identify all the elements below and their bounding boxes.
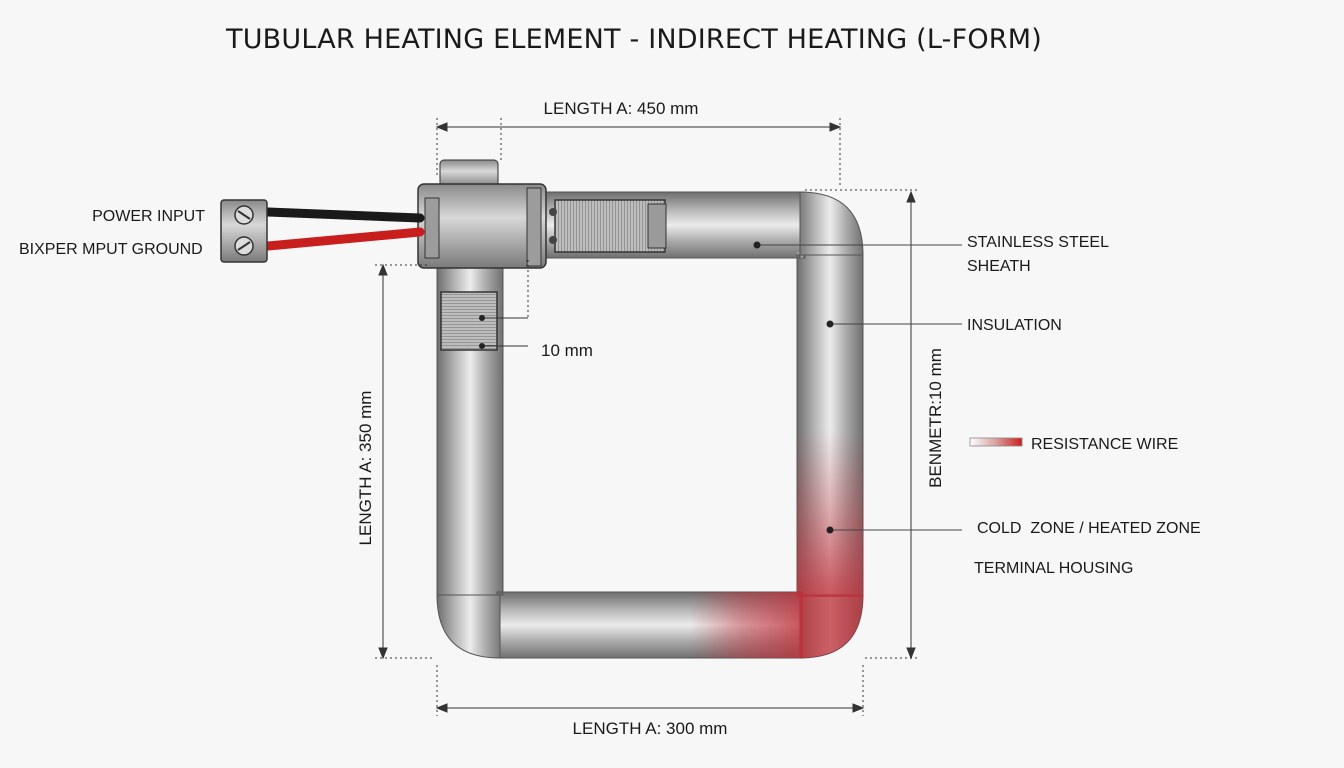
screw-icon <box>234 236 254 256</box>
insulation-label: INSULATION <box>967 317 1062 334</box>
sheath-label-line2: SHEATH <box>967 258 1031 275</box>
dimension-lines <box>375 118 920 716</box>
resistance-wire-swatch <box>969 437 1023 447</box>
dim-top-label: LENGTH A: 450 mm <box>544 99 699 118</box>
dim-small-label: 10 mm <box>541 341 593 360</box>
screw-icon <box>234 205 254 225</box>
callout-leaders <box>757 244 962 531</box>
diagram-title: TUBULAR HEATING ELEMENT - INDIRECT HEATI… <box>226 24 1042 55</box>
heating-coil-top <box>549 199 667 253</box>
cold-heated-zone-label: COLD ZONE / HEATED ZONE <box>977 520 1201 537</box>
heating-coil-left <box>440 291 498 351</box>
power-wires <box>263 207 425 251</box>
terminal-block <box>220 199 268 263</box>
terminal-housing-label: TERMINAL HOUSING <box>974 560 1133 577</box>
terminal-fitting <box>417 159 547 269</box>
dim-left-label: LENGTH A: 350 mm <box>356 391 375 546</box>
dim-bottom-label: LENGTH A: 300 mm <box>573 719 728 738</box>
dim-right-label: BENMETR:10 mm <box>926 348 945 488</box>
ground-label: BIXPER MPUT GROUND <box>19 241 203 258</box>
power-input-label: POWER INPUT <box>92 208 205 225</box>
sheath-label-line1: STAINLESS STEEL <box>967 234 1109 251</box>
resistance-wire-label: RESISTANCE WIRE <box>1031 436 1178 453</box>
